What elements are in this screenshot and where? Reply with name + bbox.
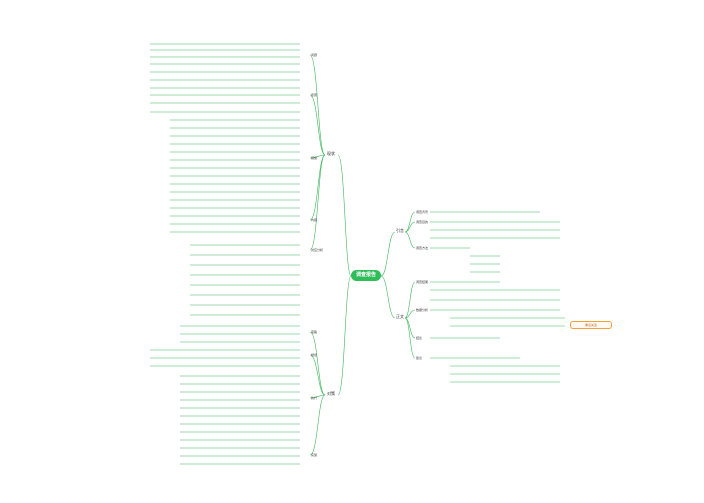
subnode-l1a[interactable]: 问题 xyxy=(311,53,318,57)
subnode-l2c[interactable]: 执行 xyxy=(311,396,318,400)
link-r2-a xyxy=(404,281,416,319)
link-l1-b xyxy=(309,94,326,156)
link-l1-e xyxy=(309,154,326,251)
subnode-r2d[interactable]: 建议 xyxy=(416,356,423,360)
link-r2-c xyxy=(404,317,416,339)
root-node[interactable]: 调查报告 xyxy=(351,270,381,281)
link-l2-c xyxy=(309,394,326,399)
subnode-l1c[interactable]: 措施 xyxy=(311,156,318,160)
subnode-l2a[interactable]: 思路 xyxy=(311,330,318,334)
branch-r2[interactable]: 正文 xyxy=(396,314,404,319)
link-l2-d xyxy=(309,394,326,456)
subnode-r2a[interactable]: 调查结果 xyxy=(416,280,429,284)
branch-l2[interactable]: 对策 xyxy=(327,391,335,396)
subnode-r1c[interactable]: 调查方法 xyxy=(416,246,429,250)
subnode-l2d[interactable]: 实施 xyxy=(311,453,318,457)
highlight-note[interactable]: 重点关注 xyxy=(570,321,612,329)
link-l2-a xyxy=(309,331,326,396)
link-l1-a xyxy=(309,54,326,156)
subnode-l1d[interactable]: 内容 xyxy=(311,218,318,222)
link-r2-d xyxy=(404,317,416,359)
branch-l1[interactable]: 现状 xyxy=(327,151,335,156)
link-r1-b xyxy=(404,221,416,233)
link-root-r1 xyxy=(380,231,396,277)
link-r1-a xyxy=(404,211,416,233)
link-r1-c xyxy=(404,231,416,249)
subnode-r2b[interactable]: 数据分析 xyxy=(416,308,429,312)
branch-r1[interactable]: 引言 xyxy=(396,228,404,233)
link-r2-b xyxy=(404,309,416,319)
link-root-r2 xyxy=(380,275,396,319)
link-root-l1 xyxy=(337,154,352,277)
link-l1-c xyxy=(309,154,326,159)
link-l2-b xyxy=(309,354,326,396)
subnode-l1b[interactable]: 原因 xyxy=(311,93,318,97)
subnode-l2b[interactable]: 规划 xyxy=(311,353,318,357)
subnode-r1b[interactable]: 调查目的 xyxy=(416,220,429,224)
subnode-r2c[interactable]: 结论 xyxy=(416,336,423,340)
subnode-r1a[interactable]: 调查背景 xyxy=(416,210,429,214)
link-root-l2 xyxy=(337,275,352,396)
subnode-l1e[interactable]: 对应分析 xyxy=(311,248,324,252)
